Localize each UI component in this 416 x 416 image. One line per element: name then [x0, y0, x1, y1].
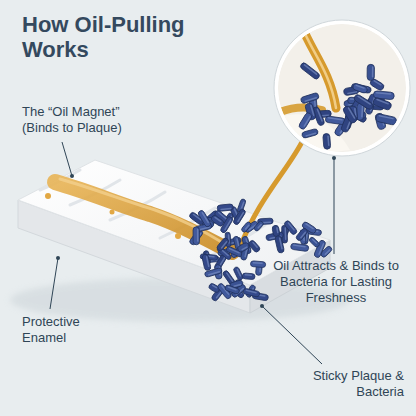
- bacterium: [308, 236, 320, 248]
- bacterium: [224, 284, 240, 294]
- bacterium: [241, 221, 252, 233]
- callout-label: Sticky Plaque & Bacteria: [290, 368, 404, 400]
- bacterium: [299, 62, 320, 80]
- leader-line: [262, 306, 322, 364]
- bacterium: [237, 242, 250, 253]
- bacterium: [300, 92, 319, 104]
- bacterium: [210, 214, 225, 227]
- callout-label: Oil Attracts & Binds to Bacteria for Las…: [266, 258, 406, 306]
- bacterium: [243, 288, 260, 297]
- bacterium: [372, 97, 392, 111]
- bacterium: [253, 220, 264, 232]
- leader-dot: [332, 156, 336, 160]
- bacterium: [272, 225, 280, 237]
- bacterium: [193, 227, 199, 245]
- bacterium: [301, 128, 318, 138]
- bacterium: [248, 239, 261, 253]
- oil-stream: [240, 138, 304, 248]
- bacterium: [298, 112, 313, 131]
- bacterium: [202, 254, 212, 271]
- oil-film: [45, 179, 232, 252]
- bacterium: [283, 220, 297, 236]
- bacterium: [233, 208, 247, 225]
- bacterium: [217, 204, 234, 212]
- leader-dot: [260, 304, 264, 308]
- callout-label: The “Oil Magnet” (Binds to Plaque): [22, 104, 144, 136]
- bacterium: [295, 227, 308, 241]
- bacterium: [216, 237, 230, 252]
- leader-dot: [56, 256, 60, 260]
- diagram-title: How Oil-Pulling Works: [22, 12, 222, 63]
- bacterium: [233, 266, 244, 281]
- leader-line: [62, 142, 72, 176]
- bacterium: [290, 243, 309, 252]
- bacterium: [275, 235, 285, 253]
- bacterium: [375, 113, 397, 125]
- bacterium: [353, 94, 374, 111]
- leader-dot: [70, 174, 74, 178]
- bacterium: [197, 209, 211, 227]
- inset-circle: [270, 20, 416, 160]
- leader-lines: [50, 142, 336, 364]
- bacterium: [250, 261, 266, 268]
- leader-line: [334, 158, 335, 254]
- bacterium: [352, 83, 368, 94]
- bacterium: [342, 105, 358, 125]
- leader-line: [50, 258, 58, 309]
- callout-label: Protective Enamel: [22, 314, 102, 346]
- bacterium: [323, 133, 331, 149]
- enamel-slab: [18, 160, 330, 313]
- bacterium: [367, 64, 374, 80]
- bacterium: [242, 273, 255, 280]
